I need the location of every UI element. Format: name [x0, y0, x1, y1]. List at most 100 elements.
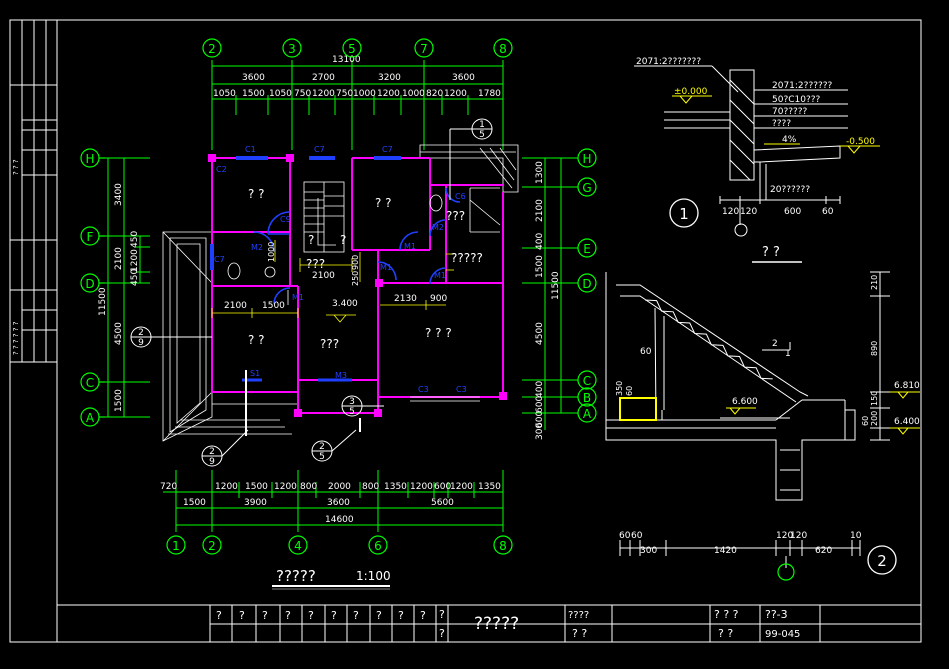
dim-text: 1200	[450, 482, 473, 492]
opening-tag: C2	[216, 165, 227, 174]
opening-tag: M1	[292, 293, 304, 302]
dim-text: 2100	[312, 271, 335, 281]
detail-2-yellow	[726, 391, 920, 435]
axis-label: B	[583, 391, 591, 405]
dim-text: 10	[850, 531, 862, 541]
detail-1-layer: 50?C10???	[772, 95, 821, 105]
sign-cell: ?	[331, 609, 337, 622]
opening-tag: C7	[314, 145, 325, 154]
dim-text: 1200	[410, 482, 433, 492]
title-sign-cells: ? ? ? ? ? ? ? ? ? ? ? ?	[216, 608, 445, 640]
drawing-no: ??-3	[765, 608, 788, 621]
dim-text: 1500	[262, 301, 285, 311]
detail-2-insulation	[619, 397, 657, 421]
detail-1-note-bottom: 20??????	[770, 185, 810, 195]
callout-top: 2	[319, 442, 325, 452]
dim-text: 2700	[312, 73, 335, 83]
roof-eaves-left	[162, 231, 298, 442]
plan-yellow-notes	[211, 240, 454, 323]
left-strip-upper: ? ? ?	[12, 159, 20, 175]
axis-label: C	[86, 376, 94, 390]
dim-text: 400	[535, 381, 545, 398]
detail-1-layer: 2071:2??????	[772, 81, 833, 91]
plan-stair	[227, 181, 501, 402]
axis-label: E	[583, 242, 591, 256]
detail-2-dim: 60	[625, 386, 634, 396]
dim-text: 2100	[114, 247, 124, 270]
plan-left-dimensions	[105, 157, 150, 418]
dim-text: 2100	[535, 199, 545, 222]
dim-text: 1000	[353, 89, 376, 99]
detail-2-axis-bubble	[777, 563, 795, 581]
callout-markers	[130, 118, 493, 467]
dim-text: 1350	[384, 482, 407, 492]
room-label: ???	[306, 257, 325, 271]
dim-text: 750	[294, 89, 311, 99]
callout-top: 1	[479, 120, 485, 130]
detail-2-dim: 210	[870, 275, 879, 290]
dim-text: 1000	[267, 242, 276, 262]
axis-label: D	[85, 277, 94, 291]
dim-text: 1200	[312, 89, 335, 99]
wall-columns	[208, 154, 507, 417]
dim-text: 1500	[535, 255, 545, 278]
plan-scale: 1:100	[356, 569, 391, 583]
dim-text: 3600	[452, 73, 475, 83]
opening-tag: C9	[280, 215, 291, 224]
room-label: ? ?	[375, 196, 392, 210]
dim-text: 1780	[478, 89, 501, 99]
dim-text: 1420	[714, 546, 737, 556]
dim-text: 600	[434, 482, 451, 492]
axis-bubbles-left	[80, 148, 105, 427]
detail-2-elev: 6.810	[894, 381, 920, 391]
detail-1-dim: 120	[722, 207, 739, 217]
dim-text: 600	[535, 396, 545, 413]
dim-text: 1200	[274, 482, 297, 492]
axis-label: H	[85, 152, 94, 166]
axis-label: C	[583, 374, 591, 388]
axis-label: 5	[348, 42, 356, 56]
detail-1-layer: ????	[772, 119, 791, 129]
dim-text: 820	[426, 89, 443, 99]
project-value: ? ?	[572, 627, 587, 640]
title-block	[57, 604, 921, 642]
detail-2-number: 2	[877, 552, 887, 570]
q-cell: ?	[439, 627, 445, 640]
callout-bottom: 5	[479, 130, 485, 140]
room-label: ???	[446, 209, 465, 223]
axis-label: A	[86, 411, 95, 425]
room-label: ?	[340, 233, 346, 247]
room-label: ?	[308, 233, 314, 247]
callout-top: 2	[138, 328, 144, 338]
detail-1-dim: 120	[740, 207, 757, 217]
floor-elevation: 3.400	[332, 299, 358, 309]
dim-text: 60	[631, 531, 643, 541]
opening-tag: M3	[335, 371, 347, 380]
axis-bubbles-top	[202, 38, 513, 58]
project-label: ????	[568, 610, 589, 621]
detail-1-slope: 4%	[782, 135, 797, 145]
opening-tag: C1	[245, 145, 256, 154]
detail-2-drawing	[605, 271, 890, 568]
plan-left-dim-text: 3400 2100 4500 1500 11500 450 1200 450	[98, 183, 140, 412]
dim-text: 1200	[444, 89, 467, 99]
opening-tags: C1 C7 C7 C7 C6 S1 C3 C3 M1 M1 M1 M1 M2 M…	[214, 145, 467, 394]
detail-2-dim: 200	[870, 411, 879, 426]
room-label: ? ?	[248, 333, 265, 347]
detail-1-layer: 70?????	[772, 107, 808, 117]
room-label: ? ? ?	[425, 326, 452, 340]
dim-text: 1000	[402, 89, 425, 99]
dim-text: 1500	[245, 482, 268, 492]
detail-2-dim: 60	[861, 416, 870, 426]
dim-text: 120	[790, 531, 807, 541]
opening-tag: C3	[418, 385, 429, 394]
opening-tag: M1	[434, 271, 446, 280]
axis-label: 1	[172, 539, 180, 553]
opening-tag: C7	[214, 255, 225, 264]
axis-label: 2	[208, 539, 216, 553]
plan-right-dim-text: 1300 2100 1500 4500 11500 400 400 600 60…	[535, 161, 561, 440]
dim-text: 300	[640, 546, 657, 556]
sheet-frame	[9, 19, 922, 643]
date-value: 99-045	[765, 629, 800, 640]
dim-text: 1500	[114, 389, 124, 412]
